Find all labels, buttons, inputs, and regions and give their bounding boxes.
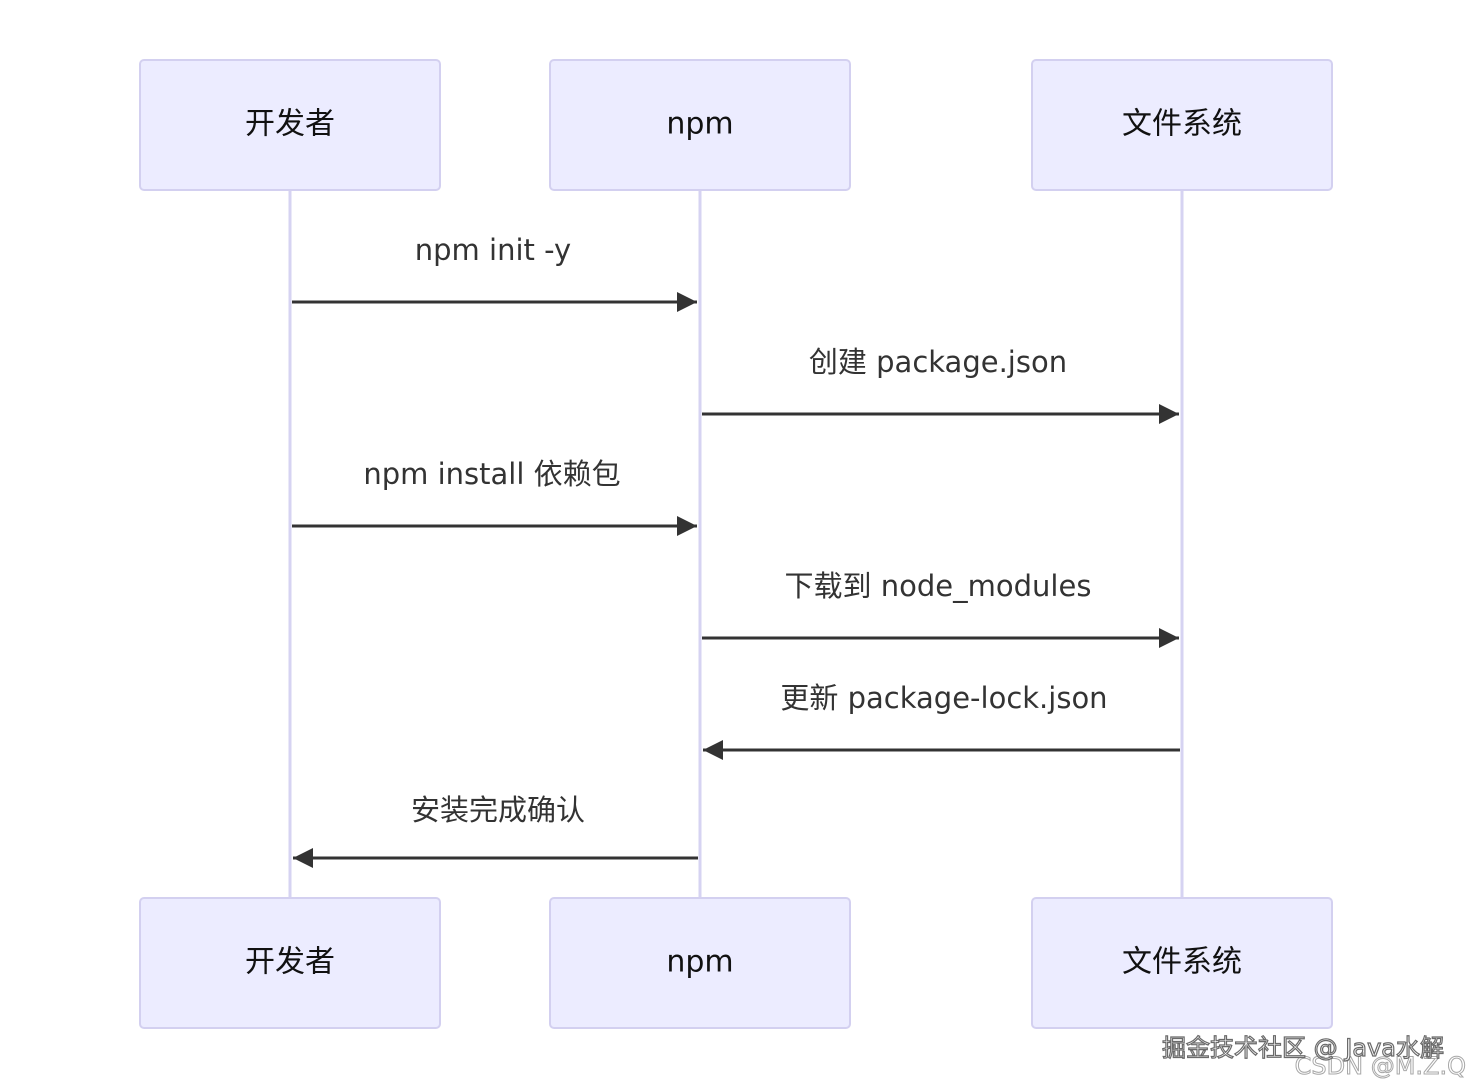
actor-dev-top: 开发者 [139, 59, 441, 191]
message-2-label: 创建 package.json [809, 345, 1067, 379]
actor-npm-top-label: npm [666, 107, 733, 142]
watermark-primary: 掘金技术社区 @ Java水解 [1162, 1034, 1444, 1062]
actor-dev-bottom-label: 开发者 [245, 945, 335, 980]
watermark-secondary: CSDN @M.Z.Q [1295, 1052, 1466, 1080]
message-3: npm install 依赖包 [292, 457, 697, 536]
message-1: npm init -y [292, 233, 697, 312]
actor-dev-top-label: 开发者 [245, 107, 335, 142]
message-6: 安装完成确认 [293, 793, 698, 868]
actor-fs-top-label: 文件系统 [1122, 107, 1242, 142]
actor-npm-top: npm [549, 59, 851, 191]
actor-fs-bottom-label: 文件系统 [1122, 945, 1242, 980]
message-5-label: 更新 package-lock.json [780, 681, 1107, 715]
message-4-label: 下载到 node_modules [785, 569, 1092, 603]
actor-fs-bottom: 文件系统 [1031, 897, 1333, 1029]
message-5: 更新 package-lock.json [703, 681, 1180, 760]
message-2: 创建 package.json [702, 345, 1179, 424]
actor-npm-bottom: npm [549, 897, 851, 1029]
actor-fs-top: 文件系统 [1031, 59, 1333, 191]
message-4: 下载到 node_modules [702, 569, 1179, 648]
actor-npm-bottom-label: npm [666, 945, 733, 980]
message-3-label: npm install 依赖包 [363, 457, 620, 491]
message-1-label: npm init -y [415, 233, 571, 267]
actor-dev-bottom: 开发者 [139, 897, 441, 1029]
message-6-label: 安装完成确认 [411, 793, 585, 827]
